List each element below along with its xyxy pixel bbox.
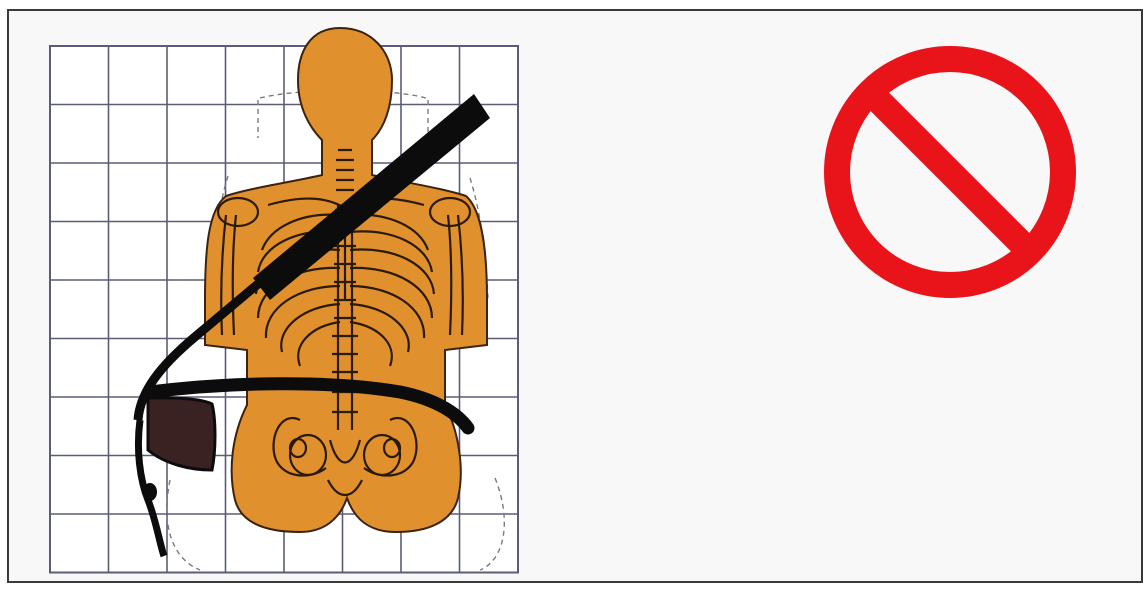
illustration-frame bbox=[0, 0, 1147, 589]
